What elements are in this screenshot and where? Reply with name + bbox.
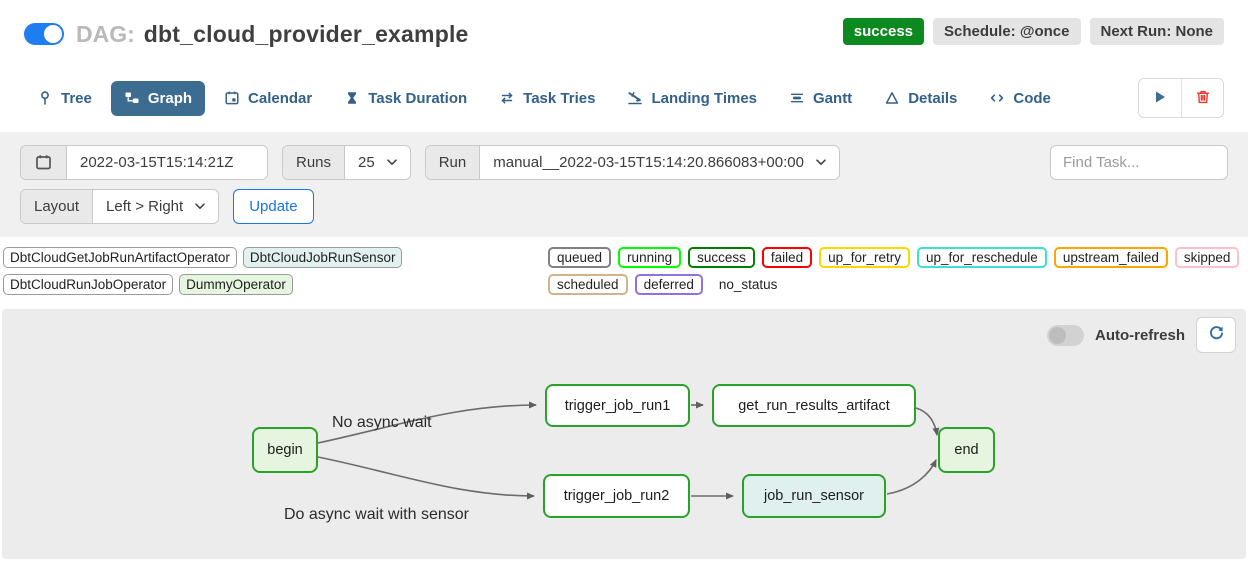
base-date-group [20, 145, 268, 180]
status-legend: queued running success failed up_for_ret… [548, 247, 1245, 295]
calendar-addon-icon [21, 146, 67, 179]
task-node-end[interactable]: end [938, 427, 995, 473]
tab-label: Details [908, 89, 958, 107]
toggle-knob [1048, 326, 1066, 344]
graph-icon [124, 90, 140, 106]
tab-code[interactable]: Code [976, 81, 1064, 116]
tab-label: Calendar [248, 89, 313, 107]
hourglass-icon [344, 90, 360, 106]
chevron-down-icon [195, 203, 205, 209]
dag-pause-toggle[interactable] [24, 23, 64, 45]
toggle-knob [44, 25, 62, 43]
layout-select[interactable]: Left > Right [93, 190, 219, 223]
status-legend-badge: skipped [1174, 247, 1240, 268]
tab-task-tries[interactable]: Task Tries [486, 81, 608, 116]
runs-label: Runs [283, 146, 346, 179]
legend: DbtCloudGetJobRunArtifactOperator DbtClo… [0, 237, 1248, 303]
operator-badge: DbtCloudGetJobRunArtifactOperator [3, 247, 237, 268]
filter-row-1: Runs 25 Run manual__2022-03-15T15:14:20.… [20, 145, 1228, 180]
tab-label: Tree [61, 89, 92, 107]
update-button[interactable]: Update [233, 189, 314, 224]
calendar-icon [224, 90, 240, 106]
tab-label: Landing Times [651, 89, 758, 107]
status-legend-badge: scheduled [548, 274, 628, 295]
operator-badge: DbtCloudJobRunSensor [242, 247, 403, 268]
tab-label: Gantt [813, 89, 853, 107]
find-task-input[interactable] [1050, 145, 1228, 180]
operator-badge: DummyOperator [179, 274, 293, 295]
edge-label-do-async-wait: Do async wait with sensor [284, 506, 469, 523]
tab-graph[interactable]: Graph [110, 80, 206, 116]
details-triangle-icon [884, 90, 900, 106]
tab-label: Task Tries [523, 89, 596, 107]
tab-landing-times[interactable]: Landing Times [614, 81, 770, 116]
task-node-get-run-results-artifact[interactable]: get_run_results_artifact [712, 384, 916, 427]
repeat-icon [499, 90, 515, 106]
chevron-down-icon [816, 159, 826, 165]
status-legend-badge: success [688, 247, 755, 268]
status-legend-badge: failed [761, 247, 813, 268]
tab-tree[interactable]: Tree [24, 81, 105, 116]
tab-label: Graph [147, 89, 193, 107]
tab-label: Code [1013, 89, 1051, 107]
graph-edges [317, 401, 940, 500]
trash-icon [1195, 89, 1211, 108]
auto-refresh-control: Auto-refresh [1046, 317, 1236, 353]
code-icon [989, 90, 1005, 106]
task-node-begin[interactable]: begin [252, 427, 318, 473]
operator-legend: DbtCloudGetJobRunArtifactOperator DbtClo… [3, 247, 548, 295]
refresh-icon [1208, 325, 1225, 345]
tab-details[interactable]: Details [871, 81, 970, 116]
status-legend-badge: up_for_reschedule [916, 247, 1047, 268]
run-select[interactable]: manual__2022-03-15T15:14:20.866083+00:00 [480, 146, 839, 179]
layout-group: Layout Left > Right [20, 189, 220, 224]
base-date-input[interactable] [67, 146, 267, 179]
filter-panel: Runs 25 Run manual__2022-03-15T15:14:20.… [0, 132, 1248, 237]
status-legend-badge: no_status [709, 274, 787, 295]
tab-task-duration[interactable]: Task Duration [331, 81, 480, 116]
gantt-icon [789, 90, 805, 106]
auto-refresh-toggle[interactable] [1046, 324, 1084, 346]
dag-header: DAG: dbt_cloud_provider_example success … [0, 0, 1248, 52]
plane-landing-icon [627, 90, 643, 106]
header-badges: success Schedule: @once Next Run: None [842, 18, 1224, 45]
runs-value: 25 [358, 154, 375, 171]
dag-prefix-label: DAG: [76, 20, 135, 47]
runs-select[interactable]: 25 [345, 146, 410, 179]
play-icon [1153, 90, 1167, 107]
run-label: Run [425, 146, 481, 179]
status-legend-badge: running [618, 247, 682, 268]
status-legend-badge: deferred [634, 274, 703, 295]
run-value: manual__2022-03-15T15:14:20.866083+00:00 [493, 154, 804, 171]
filter-row-2: Layout Left > Right Update [20, 189, 1228, 224]
dag-action-buttons [1138, 78, 1224, 118]
page-title: dbt_cloud_provider_example [143, 20, 469, 47]
edge-label-no-async-wait: No async wait [332, 414, 432, 431]
task-node-trigger-job-run1[interactable]: trigger_job_run1 [545, 384, 690, 427]
next-run-badge: Next Run: None [1089, 18, 1224, 45]
status-legend-badge: upstream_failed [1053, 247, 1168, 268]
auto-refresh-label: Auto-refresh [1094, 326, 1185, 344]
operator-badge: DbtCloudRunJobOperator [3, 274, 174, 295]
status-legend-badge: queued [548, 247, 612, 268]
tab-calendar[interactable]: Calendar [211, 81, 325, 116]
runs-group: Runs 25 [282, 145, 411, 180]
refresh-button[interactable] [1196, 317, 1236, 353]
task-node-job-run-sensor[interactable]: job_run_sensor [742, 474, 886, 518]
tab-gantt[interactable]: Gantt [776, 81, 865, 116]
status-legend-badge: up_for_retry [819, 247, 910, 268]
tab-label: Task Duration [368, 89, 468, 107]
status-badge: success [842, 18, 924, 45]
layout-value: Left > Right [106, 198, 184, 215]
run-group: Run manual__2022-03-15T15:14:20.866083+0… [424, 145, 840, 180]
view-tabs: Tree Graph Calendar Task Duration Task T… [0, 78, 1248, 118]
dag-graph-canvas[interactable]: No async wait Do async wait with sensor … [2, 309, 1246, 559]
trigger-dag-button[interactable] [1139, 79, 1181, 117]
delete-dag-button[interactable] [1181, 79, 1223, 117]
tree-icon [37, 90, 53, 106]
schedule-badge: Schedule: @once [933, 18, 1081, 45]
layout-label: Layout [21, 190, 94, 223]
task-node-trigger-job-run2[interactable]: trigger_job_run2 [543, 474, 690, 518]
chevron-down-icon [386, 159, 397, 165]
